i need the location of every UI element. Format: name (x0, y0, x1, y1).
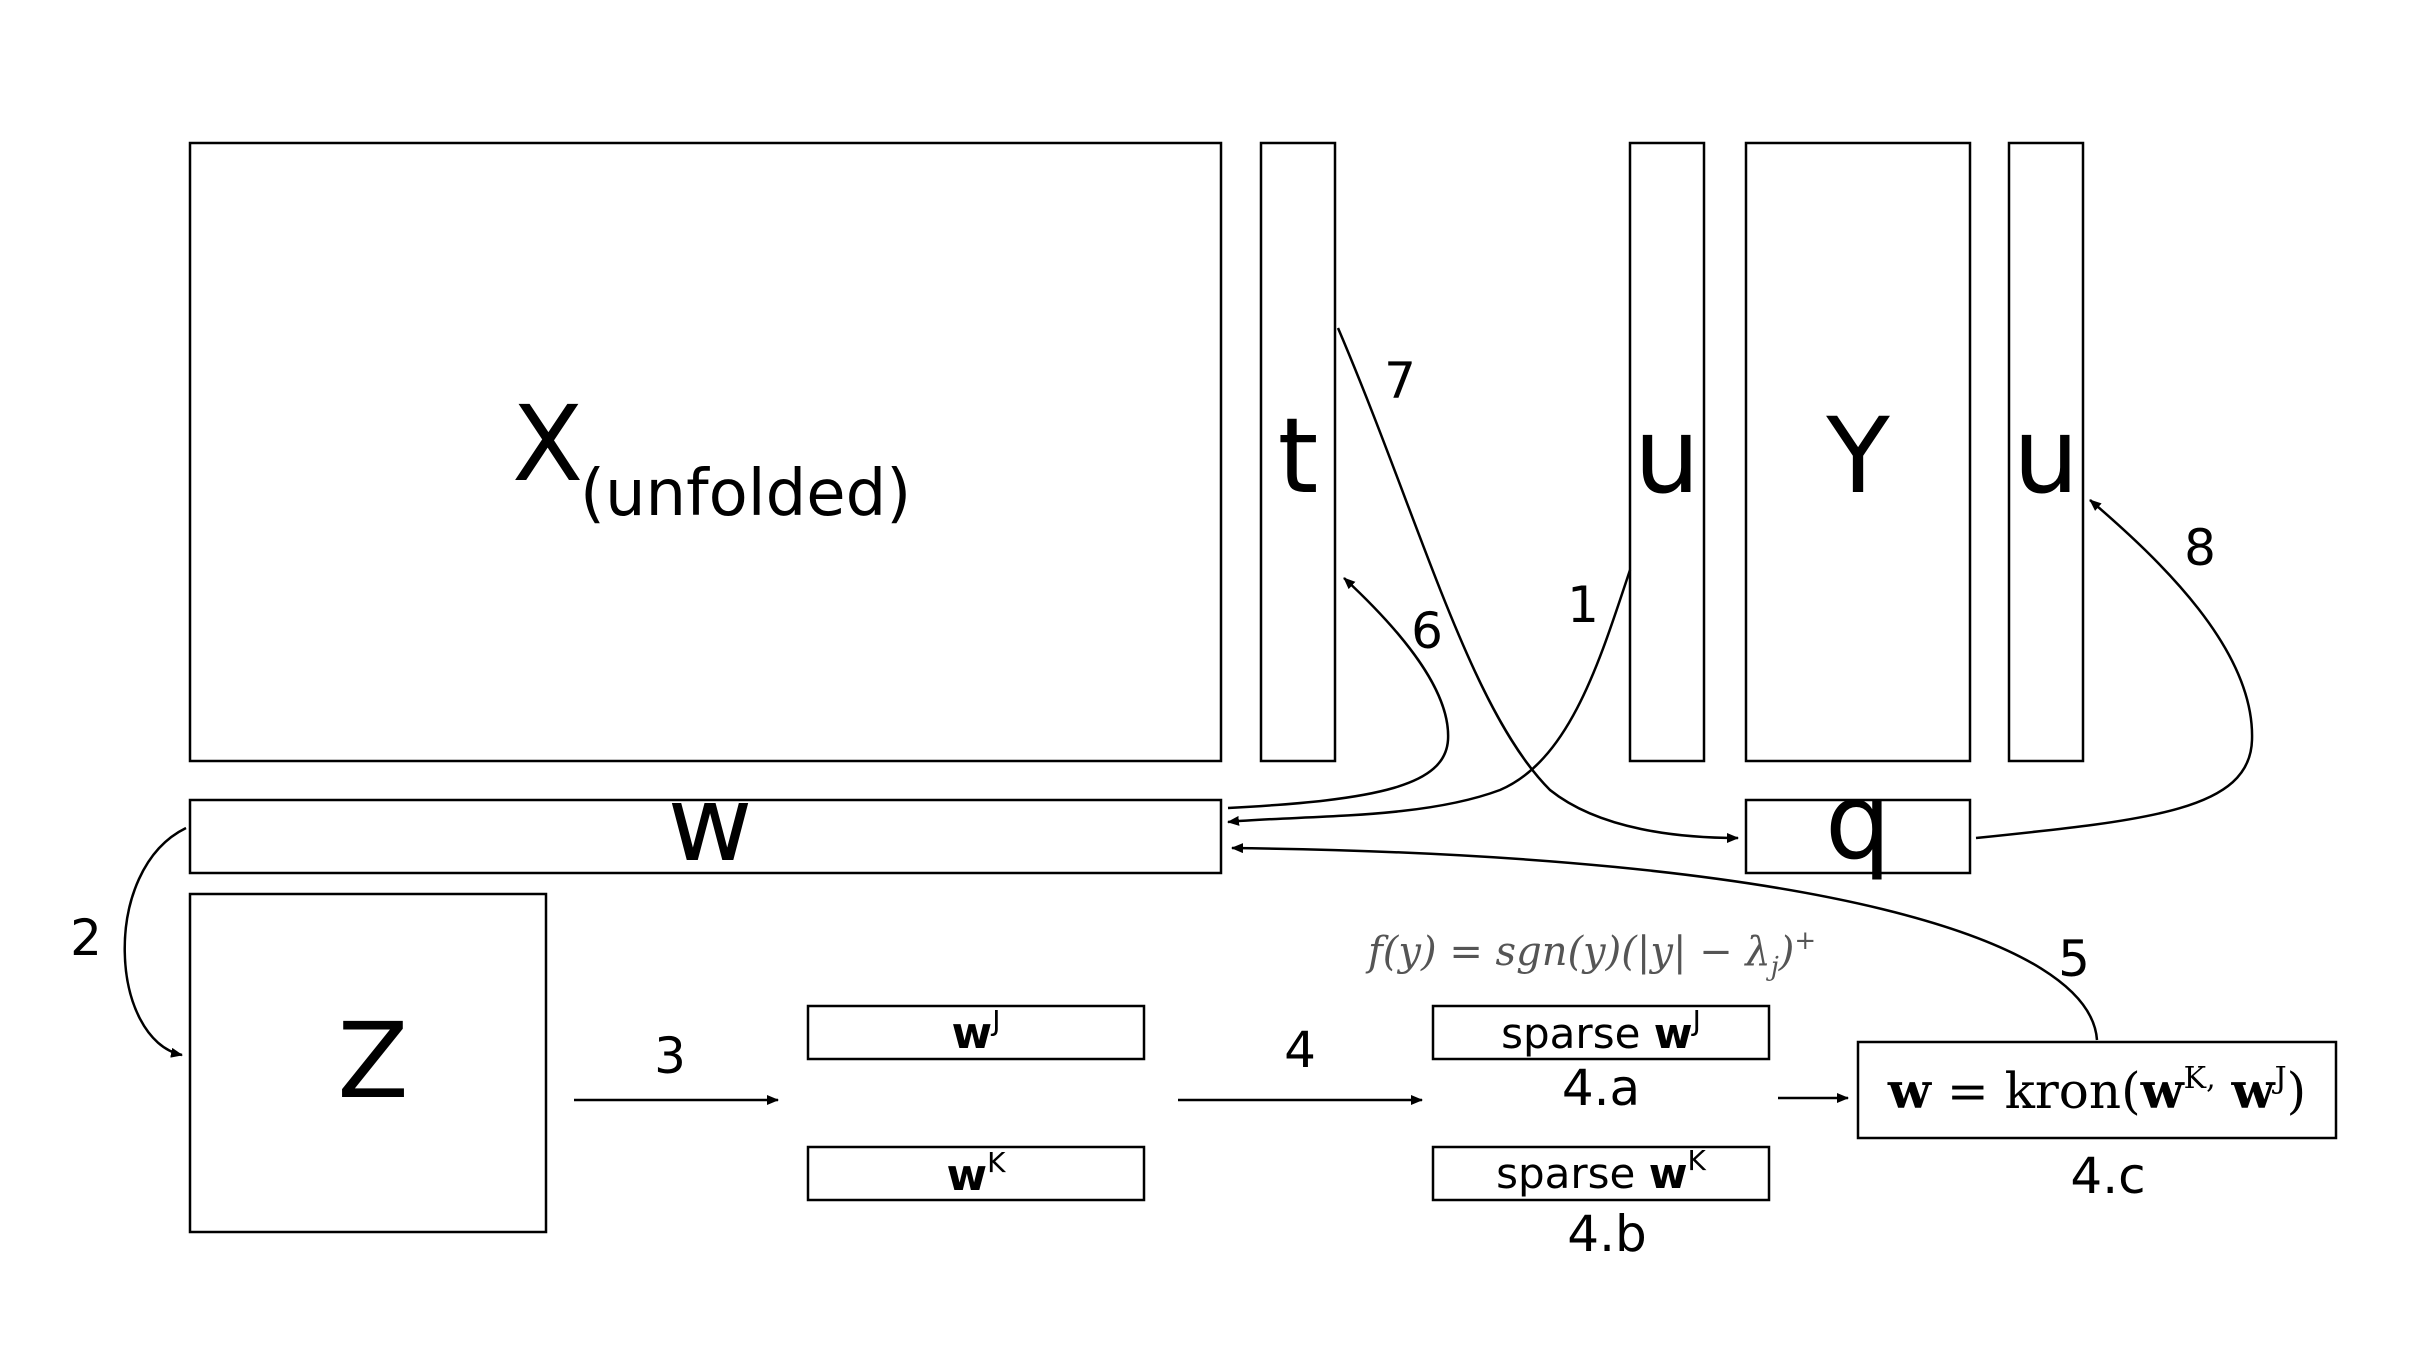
u-right-vector-box (2007, 141, 2085, 763)
u-right-label: u (2013, 395, 2079, 517)
w-label: w (667, 763, 752, 885)
arrow-step-6 (1227, 577, 1450, 810)
q-label: q (1825, 761, 1891, 883)
arrow-step-2 (123, 826, 187, 1058)
q-vector-box (1744, 798, 1972, 875)
z-label: Z (337, 1000, 408, 1122)
soft-threshold-formula: f(y) = sgn(y)(|y| − λj)+ (1365, 926, 1816, 982)
wj-vector-box (806, 1004, 1146, 1061)
arrow-step-5 (1231, 843, 2099, 1041)
y-label: Y (1825, 395, 1890, 517)
u-left-label: u (1634, 395, 1700, 517)
sparse-wj-box (1431, 1004, 1771, 1061)
x-unfolded-matrix (188, 141, 1223, 763)
wk-vector-box (806, 1145, 1146, 1202)
step-4c-label: 4.c (2070, 1147, 2145, 1205)
t-vector-box (1259, 141, 1337, 763)
step-4b-label: 4.b (1567, 1205, 1646, 1263)
step-1-label: 1 (1567, 576, 1599, 634)
kron-result-box (1856, 1040, 2338, 1140)
step-7-label: 7 (1384, 352, 1416, 410)
sparse-wk-label: sparse wK (1496, 1144, 1706, 1198)
step-6-label: 6 (1411, 602, 1443, 660)
w-vector-box (188, 798, 1223, 875)
x-label: X (512, 383, 583, 505)
arrow-step-1 (1227, 569, 1632, 826)
t-label: t (1278, 395, 1319, 517)
wj-label: wJ (952, 1004, 1001, 1059)
u-left-vector-box (1628, 141, 1706, 763)
sparse-wk-box (1431, 1145, 1771, 1202)
kron-formula: w = kron(wK, wJ) (1887, 1061, 2306, 1120)
y-matrix-box (1744, 141, 1972, 763)
step-3-label: 3 (654, 1027, 686, 1085)
arrow-step-8 (1975, 499, 2254, 840)
step-5-label: 5 (2058, 930, 2090, 988)
sparse-wj-label: sparse wJ (1501, 1004, 1701, 1058)
arrow-step-7 (1336, 327, 1739, 843)
step-2-label: 2 (70, 909, 102, 967)
wk-label: wK (946, 1146, 1006, 1201)
x-subscript-label: (unfolded) (580, 457, 911, 531)
step-8-label: 8 (2184, 519, 2216, 577)
step-4a-label: 4.a (1562, 1059, 1640, 1117)
z-matrix-box (188, 892, 548, 1234)
step-4-label: 4 (1284, 1021, 1316, 1079)
